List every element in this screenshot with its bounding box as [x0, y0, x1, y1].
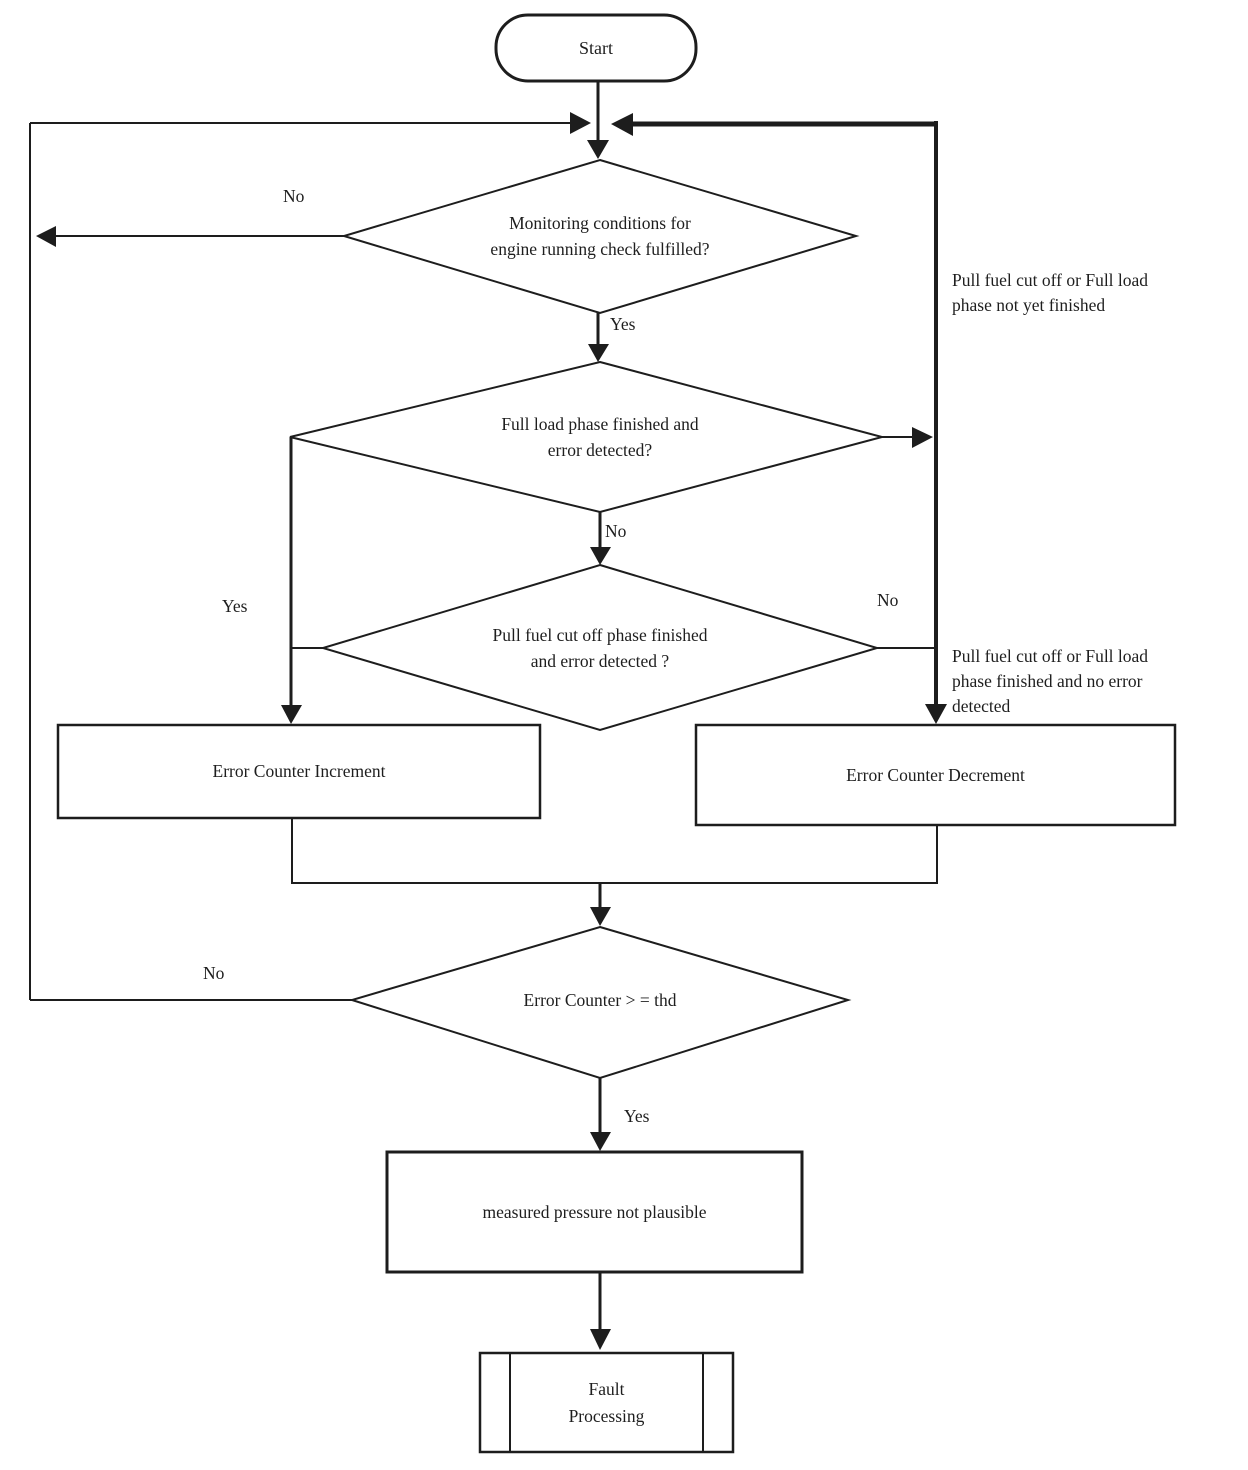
- process-not-plausible-shape: [385, 1150, 804, 1274]
- fault-processing-shape: [478, 1351, 735, 1454]
- arrowhead-right-loop-to-junction: [611, 113, 633, 136]
- arrowhead-into-fault-box: [590, 1329, 611, 1350]
- arrowhead-into-decision-2: [588, 344, 609, 362]
- edge-label-threshold-no: No: [203, 963, 225, 983]
- decision-monitoring-label: Monitoring conditions for engine running…: [490, 212, 710, 259]
- process-not-plausible-label: measured pressure not plausible: [482, 1201, 707, 1222]
- arrowhead-into-pressure-box: [590, 1132, 611, 1151]
- start-label: Start: [579, 37, 613, 58]
- arrowhead-into-decision-3: [590, 547, 611, 565]
- arrowhead-full-load-no: [912, 427, 933, 448]
- process-decrement-shape: [694, 723, 1177, 827]
- edge-label-monitoring-no: No: [283, 186, 305, 206]
- edge-label-fuel-cut-no: No: [877, 590, 899, 610]
- fault-processing-label: Fault Processing: [568, 1379, 645, 1426]
- process-increment-shape: [56, 723, 542, 820]
- edge-label-monitoring-yes: Yes: [610, 314, 636, 334]
- arrowhead-into-decision-4: [590, 907, 611, 926]
- arrowhead-into-decrement-box: [925, 704, 947, 724]
- process-decrement-label: Error Counter Decrement: [846, 764, 1025, 785]
- edge-label-full-load-yes: Yes: [222, 596, 248, 616]
- annotation-not-yet-finished: Pull fuel cut off or Full load phase not…: [952, 270, 1149, 315]
- edge-label-full-load-no: No: [605, 521, 627, 541]
- edge-label-threshold-yes: Yes: [624, 1106, 650, 1126]
- decision-threshold-label: Error Counter > = thd: [523, 989, 677, 1010]
- process-increment-label: Error Counter Increment: [212, 761, 386, 782]
- decision-monitoring-shape: [340, 158, 860, 315]
- decision-full-load-label: Full load phase finished and error detec…: [501, 413, 699, 460]
- annotation-no-error-detected: Pull fuel cut off or Full load phase fin…: [952, 646, 1149, 716]
- arrowhead-into-increment-box: [281, 705, 302, 724]
- decision-fuel-cut-shape: [319, 563, 881, 732]
- arrowhead-left-loop-to-junction: [570, 112, 591, 134]
- arrowhead-into-decision-1: [587, 140, 609, 159]
- arrowhead-monitoring-no: [36, 226, 56, 247]
- decision-fuel-cut-label: Pull fuel cut off phase finished and err…: [492, 624, 708, 671]
- start-terminator-shape: [494, 13, 698, 83]
